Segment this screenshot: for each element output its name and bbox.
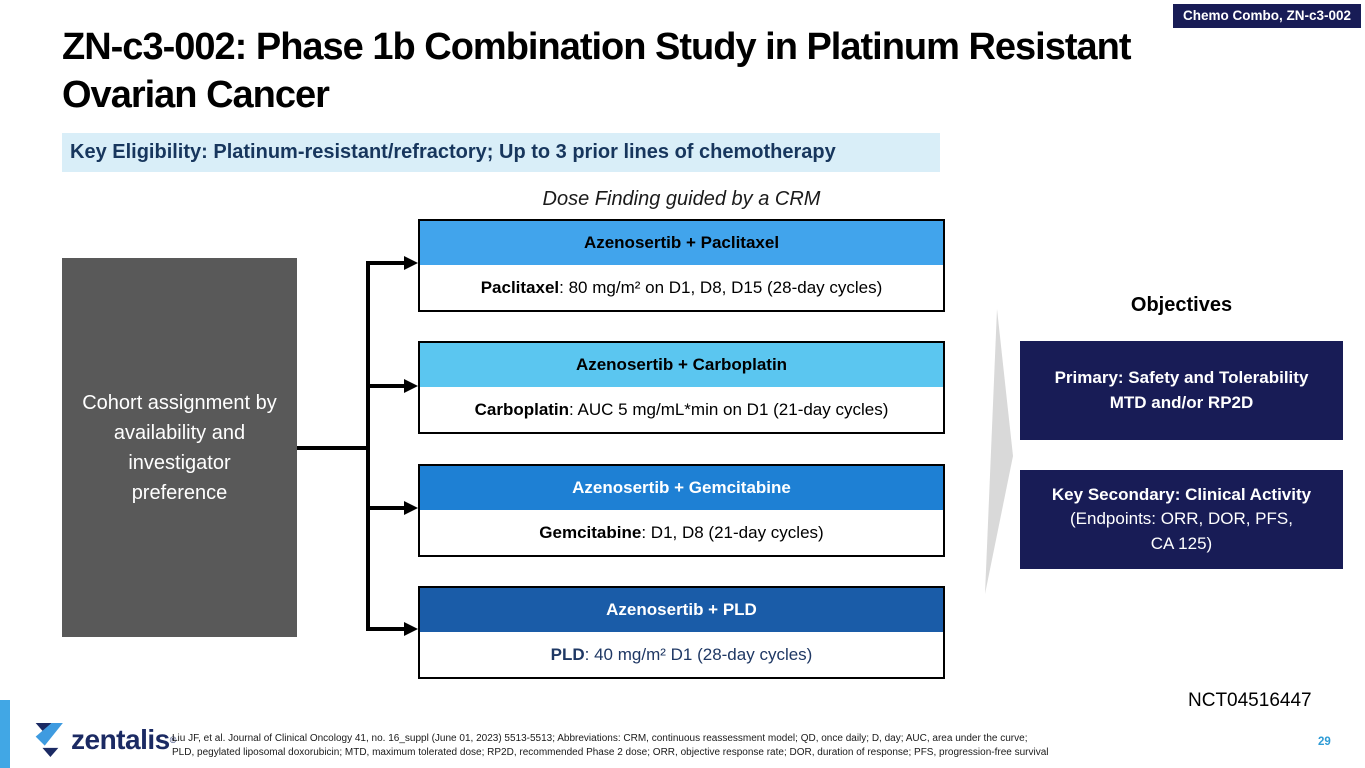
arm-box-gemcitabine: Azenosertib + Gemcitabine Gemcitabine: D…: [418, 464, 945, 557]
arm-header: Azenosertib + Paclitaxel: [420, 221, 943, 265]
arm-header: Azenosertib + PLD: [420, 588, 943, 632]
zentalis-logo: zentalis ®: [30, 720, 176, 760]
slide-title: ZN-c3-002: Phase 1b Combination Study in…: [62, 26, 1132, 116]
objectives-heading: Objectives: [1130, 294, 1233, 316]
arm-drug-name: PLD: [550, 644, 585, 664]
nct-number: NCT04516447: [1188, 690, 1312, 711]
citation-line1: Liu JF, et al. Journal of Clinical Oncol…: [172, 733, 1028, 744]
arm-drug-name: Gemcitabine: [539, 522, 642, 542]
arm-dose-detail: : AUC 5 mg/mL*min on D1 (21-day cycles): [569, 399, 889, 419]
arm-header: Azenosertib + Carboplatin: [420, 343, 943, 387]
primary-objective-line2: MTD and/or RP2D: [1109, 392, 1254, 412]
arm-header: Azenosertib + Gemcitabine: [420, 466, 943, 510]
secondary-objective-box: Key Secondary: Clinical Activity (Endpoi…: [1020, 470, 1343, 569]
arm-body: PLD: 40 mg/m² D1 (28-day cycles): [420, 632, 943, 677]
secondary-objective-line2: (Endpoints: ORR, DOR, PFS, CA 125): [1070, 509, 1293, 553]
arrow-head-icon: [404, 622, 418, 636]
arm-dose-detail: : D1, D8 (21-day cycles): [641, 522, 824, 542]
arrow-head-icon: [404, 501, 418, 515]
connector-arrows: [297, 256, 418, 636]
arm-box-carboplatin: Azenosertib + Carboplatin Carboplatin: A…: [418, 341, 945, 434]
corner-badge: Chemo Combo, ZN-c3-002: [1172, 4, 1361, 28]
arm-body: Carboplatin: AUC 5 mg/mL*min on D1 (21-d…: [420, 387, 943, 432]
arm-body: Gemcitabine: D1, D8 (21-day cycles): [420, 510, 943, 555]
arm-body: Paclitaxel: 80 mg/m² on D1, D8, D15 (28-…: [420, 265, 943, 310]
logo-wordmark: zentalis: [71, 724, 170, 755]
logo-mark-icon: [35, 723, 63, 757]
arrow-head-icon: [404, 256, 418, 270]
citation-line2: PLD, pegylated liposomal doxorubicin; MT…: [172, 746, 1049, 758]
cohort-box: Cohort assignment by availability and in…: [62, 258, 297, 637]
arm-dose-detail: : 80 mg/m² on D1, D8, D15 (28-day cycles…: [559, 277, 883, 297]
arm-drug-name: Paclitaxel: [480, 277, 560, 297]
arm-box-pld: Azenosertib + PLD PLD: 40 mg/m² D1 (28-d…: [418, 586, 945, 679]
arm-dose-detail: : 40 mg/m² D1 (28-day cycles): [584, 644, 813, 664]
arrow-head-icon: [404, 379, 418, 393]
page-number: 29: [1318, 736, 1331, 748]
big-arrow-icon: [985, 309, 1013, 594]
eligibility-banner: Key Eligibility: Platinum-resistant/refr…: [62, 133, 940, 172]
citation: Liu JF, et al. Journal of Clinical Oncol…: [172, 732, 1107, 760]
logo-trademark: ®: [169, 735, 177, 745]
arm-box-paclitaxel: Azenosertib + Paclitaxel Paclitaxel: 80 …: [418, 219, 945, 312]
primary-objective-line1: Primary: Safety and Tolerability: [1054, 367, 1309, 387]
secondary-objective-line1: Key Secondary: Clinical Activity: [1051, 484, 1312, 504]
footer-accent-bar: [0, 700, 10, 768]
arm-drug-name: Carboplatin: [474, 399, 570, 419]
primary-objective-box: Primary: Safety and Tolerability MTD and…: [1020, 341, 1343, 440]
crm-caption: Dose Finding guided by a CRM: [542, 188, 821, 210]
